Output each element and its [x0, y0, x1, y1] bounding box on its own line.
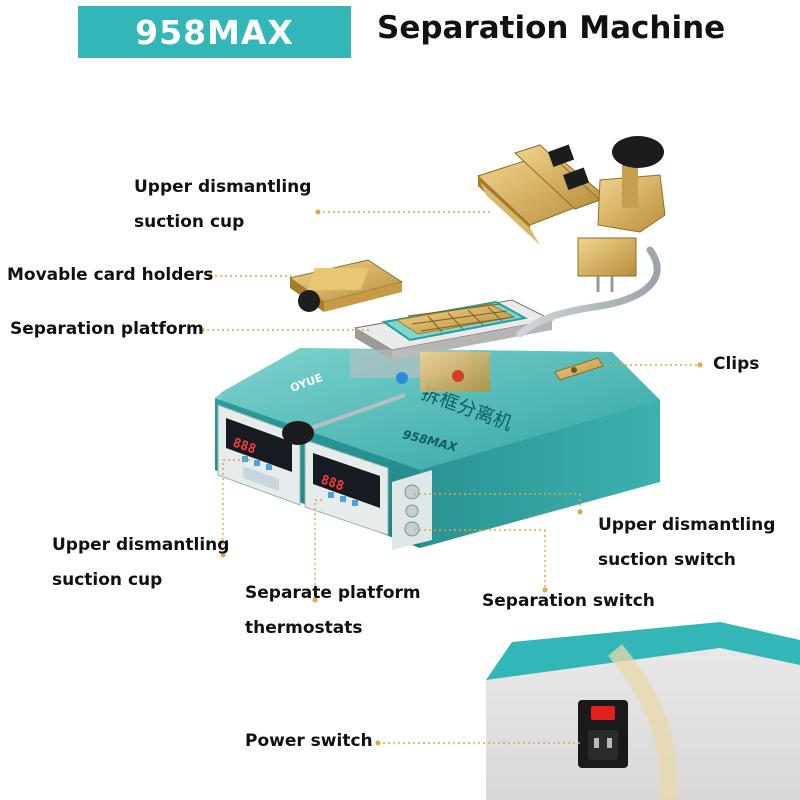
vacuum-cable [516, 246, 661, 338]
label-upper-cup-top: Upper dismantling suction cup [134, 170, 311, 240]
label-thermostats: Separate platform thermostats [245, 576, 421, 646]
label-line: Upper dismantling [134, 177, 312, 197]
label-line: suction cup [52, 570, 163, 590]
page-title: Separation Machine [377, 10, 726, 46]
label-line: thermostats [245, 618, 363, 638]
label-upper-cup-bottom: Upper dismantling suction cup [52, 528, 229, 598]
right-control-panel [304, 439, 389, 536]
label-separation-platform: Separation platform [10, 319, 204, 339]
label-power-switch: Power switch [245, 731, 373, 751]
label-clips: Clips [713, 354, 760, 374]
leader-lines [202, 211, 700, 744]
power-switch-inset [486, 622, 800, 800]
front-rod-knob [282, 393, 406, 445]
side-clip [554, 357, 604, 381]
upper-suction-arm [477, 136, 666, 292]
thermostat-buttons [242, 456, 358, 506]
label-line: suction switch [598, 550, 736, 570]
label-line: Upper dismantling [52, 535, 230, 555]
label-upper-switch: Upper dismantling suction switch [598, 508, 775, 578]
movable-card-holder [288, 259, 404, 312]
leader-dots [199, 209, 703, 746]
left-control-panel [217, 404, 301, 506]
right-temp-display: 888 [319, 473, 346, 495]
model-name: 958MAX [135, 12, 294, 52]
left-temp-display: 888 [231, 436, 258, 458]
side-switches [392, 470, 432, 550]
label-line: Separate platform [245, 583, 421, 603]
label-line: suction cup [134, 212, 245, 232]
separation-platform [350, 299, 554, 392]
label-card-holders: Movable card holders [7, 265, 214, 285]
model-badge: 958MAX [78, 6, 351, 58]
label-separation-switch: Separation switch [482, 591, 655, 611]
label-line: Upper dismantling [598, 515, 776, 535]
